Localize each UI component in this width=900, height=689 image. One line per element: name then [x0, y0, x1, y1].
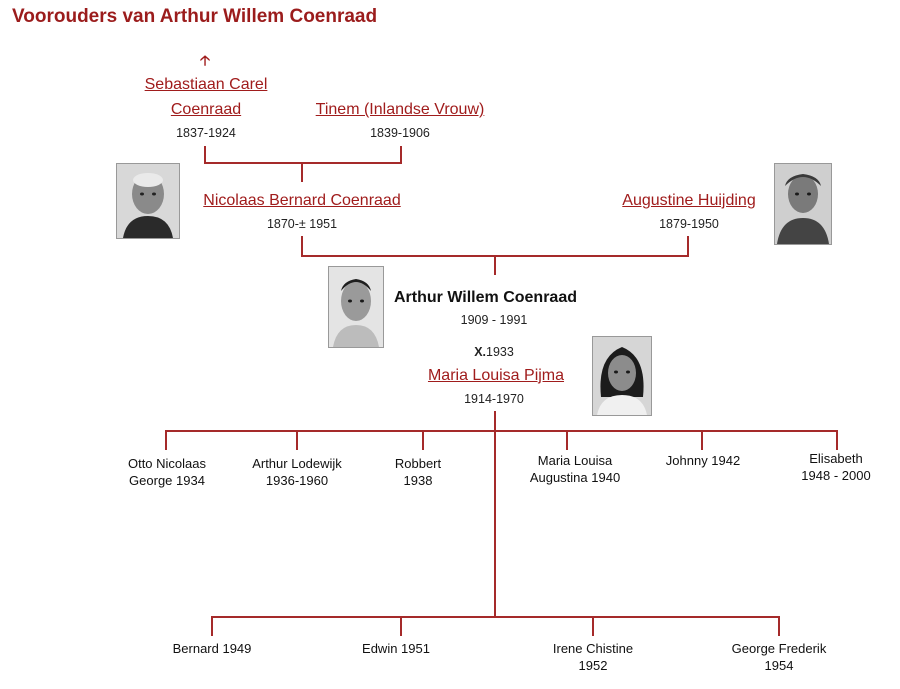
- grandfather-name-line2[interactable]: Coenraad: [170, 101, 242, 118]
- child-line2: 1952: [578, 658, 608, 673]
- grandmother-dates: 1839-1906: [370, 126, 430, 140]
- connector-child2-2: [400, 616, 402, 636]
- connector-child1-6: [836, 430, 838, 450]
- child-line1: Edwin 1951: [362, 641, 430, 656]
- spouse-name[interactable]: Maria Louisa Pijma: [427, 367, 565, 384]
- connector-grandparents-down: [301, 162, 303, 182]
- child-line2: 1936-1960: [265, 473, 329, 488]
- connector-children1-bar: [165, 430, 838, 432]
- father-name[interactable]: Nicolaas Bernard Coenraad: [203, 192, 401, 209]
- marriage-year: 1933: [486, 345, 514, 359]
- mother-name[interactable]: Augustine Huijding: [622, 192, 756, 209]
- child-line1: Elisabeth: [809, 451, 863, 466]
- child-johnny: Johnny 1942: [666, 452, 740, 469]
- child-line1: Arthur Lodewijk: [252, 456, 342, 471]
- connector-spouse-down: [494, 411, 496, 432]
- spouse-photo: [592, 336, 652, 416]
- child-otto: Otto Nicolaas George 1934: [128, 455, 206, 489]
- subject-photo: [328, 266, 384, 348]
- up-arrow-icon[interactable]: 🡡: [200, 52, 211, 68]
- connector-trunk: [494, 432, 496, 618]
- connector-child2-3: [592, 616, 594, 636]
- spouse-dates: 1914-1970: [464, 392, 524, 406]
- child-edwin: Edwin 1951: [362, 640, 430, 657]
- child-line1: Irene Chistine: [552, 641, 634, 656]
- grandmother-name[interactable]: Tinem (Inlandse Vrouw): [315, 101, 485, 118]
- subject-dates: 1909 - 1991: [460, 313, 528, 327]
- child-line1: Otto Nicolaas: [127, 456, 207, 471]
- grandfather-dates: 1837-1924: [176, 126, 236, 140]
- connector-child2-4: [778, 616, 780, 636]
- child-line1: Robbert: [394, 456, 442, 471]
- subject-name: Arthur Willem Coenraad: [394, 289, 577, 306]
- father-dates: 1870-± 1951: [266, 217, 338, 231]
- grandfather-name-line1[interactable]: Sebastiaan Carel: [144, 76, 268, 93]
- child-line2: George 1934: [129, 473, 205, 488]
- child-line2: Augustina 1940: [529, 470, 621, 485]
- connector-child2-1: [211, 616, 213, 636]
- child-line1: Johnny 1942: [665, 453, 741, 468]
- connector-child1-1: [165, 430, 167, 450]
- connector-parents-down: [494, 255, 496, 275]
- mother-dates: 1879-1950: [659, 217, 719, 231]
- child-robbert: Robbert 1938: [395, 455, 441, 489]
- child-elisabeth: Elisabeth 1948 - 2000: [801, 450, 870, 484]
- marriage-date: X.1933: [474, 345, 514, 359]
- child-line2: 1938: [403, 473, 433, 488]
- connector-grandparents-bar: [204, 162, 402, 164]
- child-maria-louisa: Maria Louisa Augustina 1940: [530, 452, 620, 486]
- connector-parents-right: [687, 236, 689, 257]
- father-photo: [116, 163, 180, 239]
- connector-parents-left: [301, 236, 303, 257]
- child-line1: Maria Louisa: [537, 453, 613, 468]
- connector-children2-bar: [211, 616, 780, 618]
- connector-child1-5: [701, 430, 703, 450]
- child-arthur-lodewijk: Arthur Lodewijk 1936-1960: [252, 455, 342, 489]
- connector-grandparents-right: [400, 146, 402, 164]
- mother-photo: [774, 163, 832, 245]
- child-irene: Irene Chistine 1952: [553, 640, 633, 674]
- child-line1: Bernard 1949: [172, 641, 252, 656]
- child-line2: 1948 - 2000: [801, 468, 871, 483]
- connector-child1-4: [566, 430, 568, 450]
- child-bernard: Bernard 1949: [173, 640, 252, 657]
- page-title: Voorouders van Arthur Willem Coenraad: [12, 6, 378, 27]
- connector-child1-2: [296, 430, 298, 450]
- connector-child1-3: [422, 430, 424, 450]
- marriage-label: X.: [474, 345, 486, 359]
- child-george-frederik: George Frederik 1954: [732, 640, 827, 674]
- child-line1: George Frederik: [731, 641, 827, 656]
- connector-grandparents-left: [204, 146, 206, 164]
- child-line2: 1954: [764, 658, 794, 673]
